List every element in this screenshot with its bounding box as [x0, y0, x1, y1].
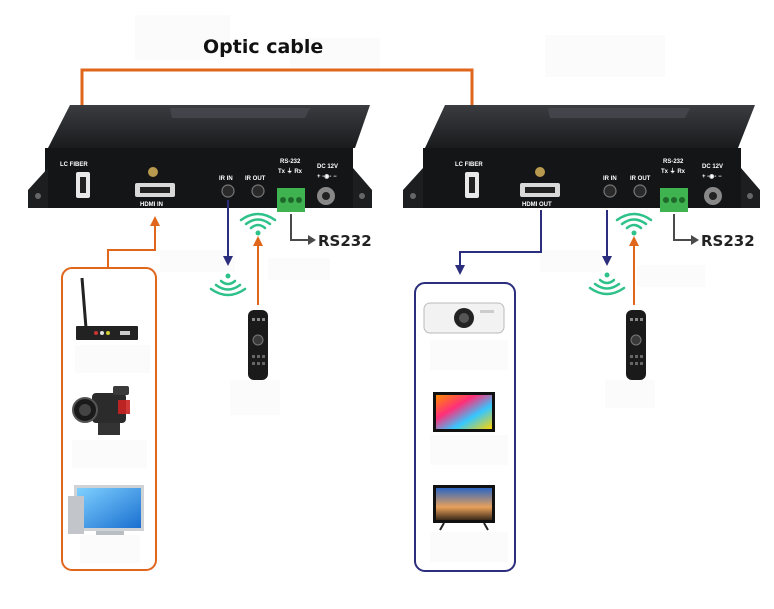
remote-control-icon [248, 310, 268, 380]
tx-ground-screw [148, 167, 158, 177]
desktop-monitor-icon [68, 485, 144, 535]
transmitter-front-panel [45, 148, 353, 208]
rx-rs232-text: RS232 [701, 232, 755, 250]
video-camera-icon [72, 386, 130, 435]
tx-ir-out-jack [251, 184, 265, 198]
rx-rs232-arrow [673, 214, 691, 241]
tx-rs232-arrow [290, 214, 308, 241]
tx-ir-receiver-waves-icon [239, 212, 277, 236]
tx-dc-label: DC 12V [317, 164, 338, 170]
placeholder-boxes [72, 15, 705, 563]
tx-ir-in-label: IR IN [219, 176, 233, 182]
source-hdmi-line [107, 224, 156, 268]
receiver-ear-right [741, 168, 760, 208]
transmitter-ear-left [28, 168, 48, 208]
display-hdmi-line [459, 210, 542, 268]
tx-ir-out-label: IR OUT [245, 176, 266, 182]
flat-tv-icon [433, 485, 495, 531]
rx-rs232-label: RS-232 [663, 159, 684, 165]
projector-icon [423, 302, 505, 334]
rx-ground-screw [535, 167, 545, 177]
remote-control-icon [626, 310, 646, 380]
set-top-box-icon [76, 277, 138, 340]
diagram-title: Optic cable [203, 36, 323, 58]
rx-dc-symbol: + -◉- − [702, 174, 722, 180]
tx-dc-symbol: + -◉- − [317, 174, 337, 180]
tx-txrx-label: Tx ⏚ Rx [278, 168, 303, 175]
led-tv-icon [433, 392, 495, 432]
receiver-ear-left [403, 168, 423, 208]
rx-dc-label: DC 12V [702, 164, 723, 170]
tx-ir-in-jack [221, 184, 235, 198]
rx-txrx-label: Tx ⏚ Rx [661, 168, 686, 175]
rx-ir-out-jack [633, 184, 647, 198]
transmitter-ear-right [353, 168, 372, 208]
tx-lc-label: LC FIBER [60, 162, 88, 168]
rx-ir-emitter-waves-icon [588, 272, 626, 296]
rx-ir-in-jack [603, 184, 617, 198]
rx-ir-in-label: IR IN [603, 176, 617, 182]
tx-ir-emitter-waves-icon [209, 273, 247, 297]
rx-hdmi-label: HDMI OUT [522, 202, 552, 208]
source-group-box [61, 267, 157, 571]
display-group-box [414, 282, 516, 572]
rx-lc-label: LC FIBER [455, 162, 483, 168]
tx-hdmi-label: HDMI IN [140, 202, 163, 208]
receiver-unit: LC FIBER HDMI OUT IR IN IR OUT RS-232 Tx… [403, 105, 760, 212]
tx-rs232-text: RS232 [318, 232, 372, 250]
rx-ir-out-label: IR OUT [630, 176, 651, 182]
transmitter-unit: LC FIBER HDMI IN IR IN IR OUT RS-232 Tx … [28, 105, 372, 212]
tx-rs232-label: RS-232 [280, 159, 301, 165]
rx-ir-receiver-waves-icon [615, 212, 653, 236]
